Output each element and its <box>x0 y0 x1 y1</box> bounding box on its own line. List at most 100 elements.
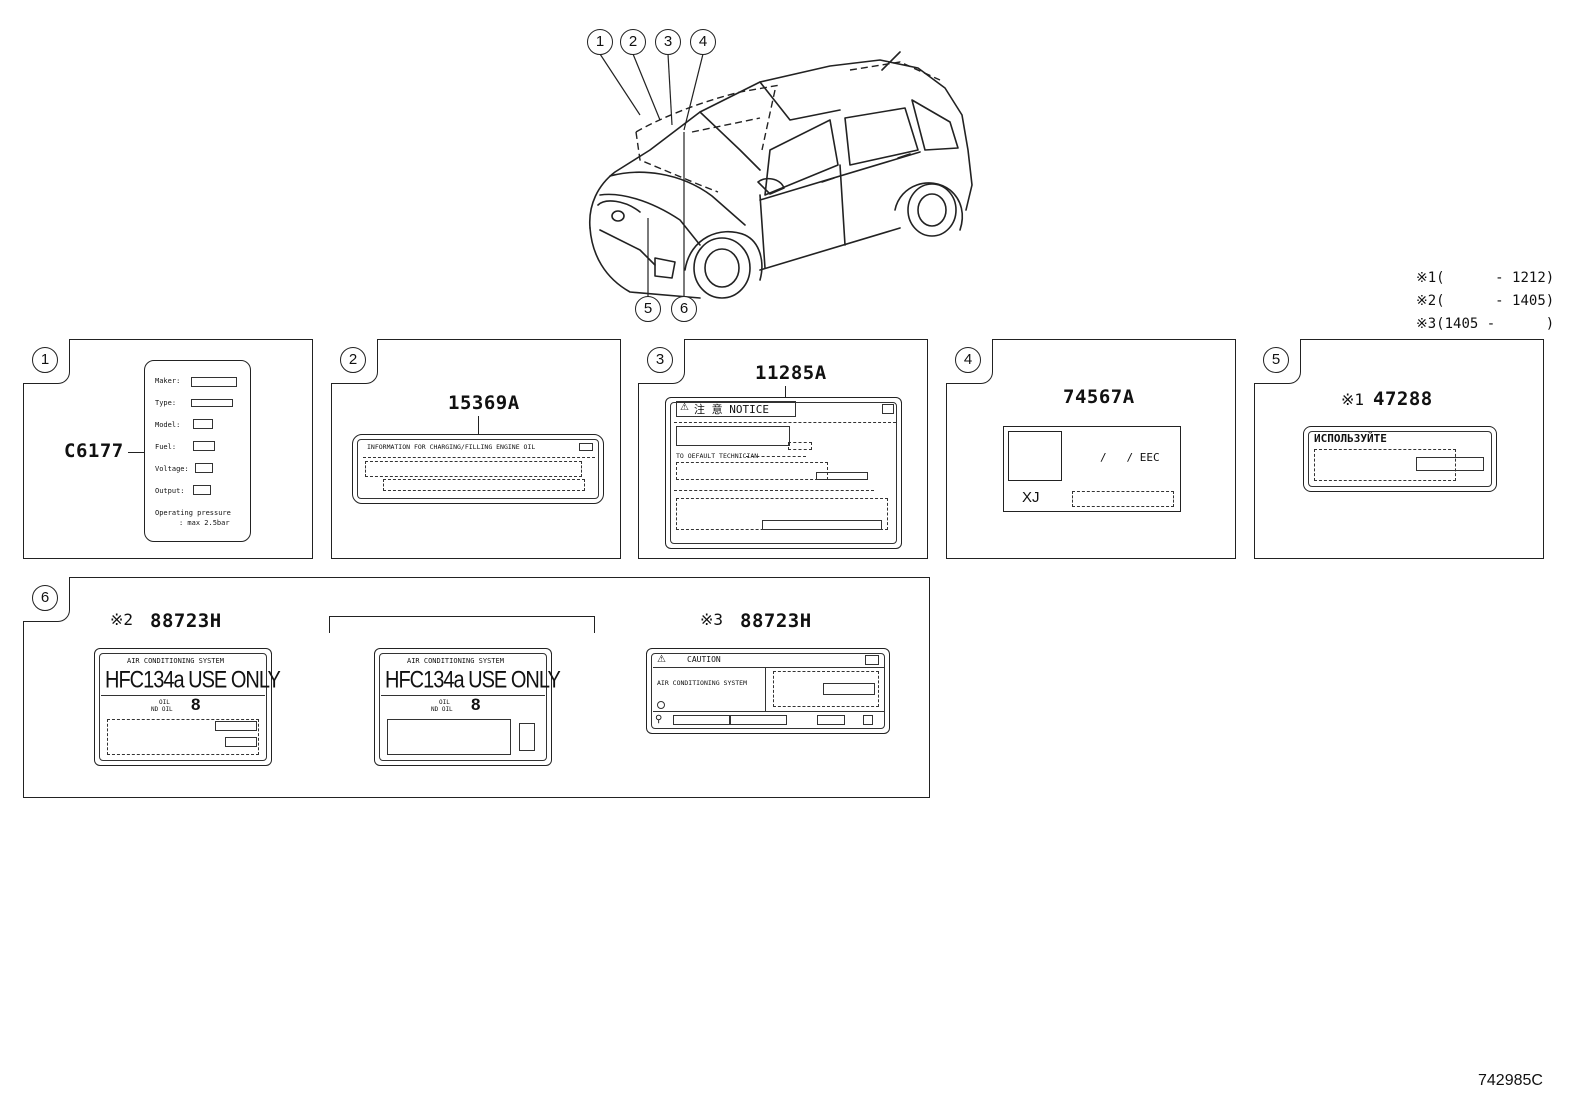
note-3: ※3(1405 - ) <box>1416 316 1555 332</box>
text-block <box>225 737 257 747</box>
field-model: Model: <box>155 421 181 429</box>
part-number: 74567A <box>1063 386 1135 408</box>
label-header: INFORMATION FOR CHARGING/FILLING ENGINE … <box>367 443 536 451</box>
label-inner <box>99 653 267 761</box>
text-block <box>1416 457 1484 471</box>
leader-line <box>785 386 786 398</box>
field-box <box>193 419 213 429</box>
header-box <box>865 655 879 665</box>
field-box <box>195 463 213 473</box>
russian-label: ИСПОЛЬЗУЙТЕ <box>1303 426 1497 492</box>
eec-text: / / EEC <box>1100 451 1160 464</box>
text-block <box>519 723 535 751</box>
label-inner <box>670 402 897 544</box>
header-box <box>882 404 894 414</box>
text-block <box>387 719 511 755</box>
nd-oil-text: ND OIL <box>431 706 453 713</box>
panel-number: 1 <box>32 347 58 373</box>
ac-label-a: AIR CONDITIONING SYSTEM HFC134a USE ONLY… <box>94 648 281 766</box>
text-block <box>676 462 828 480</box>
divider <box>653 667 885 668</box>
label-inner <box>379 653 547 761</box>
caution-text: CAUTION <box>687 655 721 664</box>
text-block <box>823 683 875 695</box>
divider <box>653 711 885 712</box>
diagram-id: 742985C <box>1478 1072 1543 1089</box>
text-block <box>1314 449 1456 481</box>
panel-1: 1 C6177 Maker: Type: Model: Fuel: Voltag… <box>23 339 313 559</box>
text-block <box>729 715 787 725</box>
oil-info-label: INFORMATION FOR CHARGING/FILLING ENGINE … <box>352 434 604 504</box>
field-type: Type: <box>155 399 177 407</box>
text-block <box>383 479 585 491</box>
field-fuel: Fuel: <box>155 443 177 451</box>
emblem-box <box>1008 431 1062 481</box>
text-block <box>107 719 259 755</box>
applicability-mark: ※3 <box>700 610 724 629</box>
note-2: ※2( - 1405) <box>1416 293 1555 309</box>
ac-caution-label: ⚠ CAUTION AIR CONDITIONING SYSTEM ⚲ <box>646 648 890 734</box>
text-block <box>816 472 868 480</box>
text-block <box>215 721 257 731</box>
part-number: 88723H <box>740 610 812 632</box>
text-line <box>674 422 896 423</box>
footer-line-2: : max 2.5bar <box>179 519 230 527</box>
field-box <box>191 399 233 407</box>
panel-2: 2 15369A INFORMATION FOR CHARGING/FILLIN… <box>331 339 621 559</box>
hfc-text: HFC134a USE ONLY <box>105 667 281 694</box>
panel-5: 5 ※1 47288 ИСПОЛЬЗУЙТЕ <box>1254 339 1544 559</box>
callout-3: 3 <box>655 29 681 55</box>
warning-icon: ⚠ <box>657 654 666 665</box>
text-line-1: TO OEFAULT TECHNICIAN <box>676 452 759 460</box>
callout-2: 2 <box>620 29 646 55</box>
oil-text: OIL <box>159 699 170 706</box>
panel-tab: 1 <box>23 339 70 384</box>
part-number: C6177 <box>64 440 124 462</box>
spec-label: Maker: Type: Model: Fuel: Voltage: Outpu… <box>144 360 251 542</box>
warning-icon: ⚠ <box>680 402 689 413</box>
oil-number: 8 <box>191 695 201 714</box>
note-1: ※1( - 1212) <box>1416 270 1555 286</box>
header-box <box>676 401 796 417</box>
label-inner <box>651 653 885 729</box>
field-output: Output: <box>155 487 185 495</box>
callout-6: 6 <box>671 296 697 322</box>
panel-number: 2 <box>340 347 366 373</box>
xj-text: XJ <box>1022 489 1040 506</box>
system-text: AIR CONDITIONING SYSTEM <box>127 657 224 665</box>
label-header: ИСПОЛЬЗУЙТЕ <box>1314 432 1387 445</box>
notice-label: ⚠ 注 意 NOTICE TO OEFAULT TECHNICIAN <box>665 397 902 549</box>
text-block <box>863 715 873 725</box>
field-box <box>193 441 215 451</box>
field-voltage: Voltage: <box>155 465 189 473</box>
text-block <box>817 715 845 725</box>
panel-tab: 3 <box>638 339 685 384</box>
panel-tab: 5 <box>1254 339 1301 384</box>
callout-1: 1 <box>587 29 613 55</box>
callout-5: 5 <box>635 296 661 322</box>
panel-tab: 2 <box>331 339 378 384</box>
panel-6: 6 ※2 88723H AIR CONDITIONING SYSTEM HFC1… <box>23 577 930 798</box>
label-inner <box>357 439 599 499</box>
text-line <box>746 456 806 457</box>
leader-line <box>478 416 479 434</box>
oil-text: OIL <box>439 699 450 706</box>
text-block <box>365 461 582 477</box>
text-block <box>788 442 812 450</box>
text-block <box>673 715 731 725</box>
divider <box>381 695 545 696</box>
text-block <box>762 520 882 530</box>
field-maker: Maker: <box>155 377 181 385</box>
panel-number: 4 <box>955 347 981 373</box>
text-line <box>363 457 595 458</box>
text-block <box>773 671 879 707</box>
callout-4: 4 <box>690 29 716 55</box>
panel-tab: 6 <box>23 577 70 622</box>
divider-vertical <box>765 667 766 711</box>
leader-line <box>128 452 146 453</box>
part-number: 47288 <box>1373 388 1433 410</box>
nd-oil-text: ND OIL <box>151 706 173 713</box>
text-block <box>676 426 790 446</box>
panel-number: 5 <box>1263 347 1289 373</box>
